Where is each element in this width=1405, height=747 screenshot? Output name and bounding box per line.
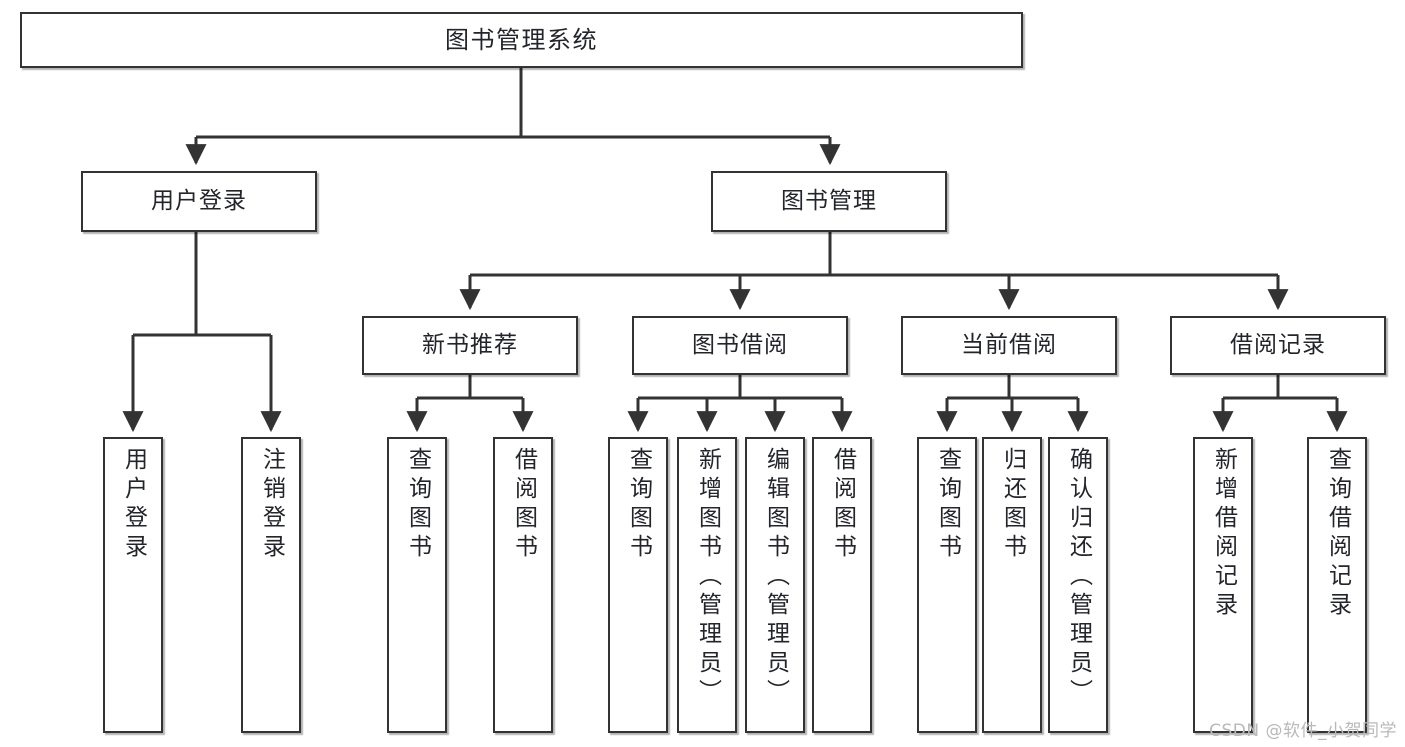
node-leaf-query-book-1-label: 查询图书	[404, 447, 431, 563]
node-new-book-recommend-label: 新书推荐	[422, 331, 518, 358]
node-leaf-user-login[interactable]: 用户登录	[103, 437, 163, 733]
node-leaf-query-book-2-label: 查询图书	[625, 447, 652, 563]
node-leaf-query-book-1[interactable]: 查询图书	[387, 437, 447, 733]
node-user-login-label: 用户登录	[151, 187, 247, 214]
node-leaf-query-book-3-label: 查询图书	[934, 447, 961, 563]
node-leaf-confirm-return-admin[interactable]: 确认归还（管理员）	[1048, 437, 1108, 733]
node-leaf-query-borrow-record[interactable]: 查询借阅记录	[1307, 437, 1367, 733]
node-book-management[interactable]: 图书管理	[711, 171, 947, 232]
node-root-system[interactable]: 图书管理系统	[20, 12, 1023, 68]
node-book-borrow-label: 图书借阅	[692, 331, 788, 358]
node-leaf-return-book-label: 归还图书	[999, 447, 1026, 563]
csdn-watermark: CSDN @软件_小贺同学	[1209, 721, 1397, 741]
node-leaf-borrow-book-2[interactable]: 借阅图书	[812, 437, 872, 733]
node-book-management-label: 图书管理	[781, 187, 877, 214]
node-leaf-confirm-return-admin-label: 确认归还（管理员）	[1065, 447, 1092, 708]
node-leaf-add-book-admin[interactable]: 新增图书（管理员）	[677, 437, 737, 733]
node-borrow-record-label: 借阅记录	[1230, 331, 1326, 358]
node-leaf-add-borrow-record[interactable]: 新增借阅记录	[1193, 437, 1253, 733]
node-leaf-logout-login[interactable]: 注销登录	[241, 437, 301, 733]
node-leaf-edit-book-admin-label: 编辑图书（管理员）	[762, 447, 789, 708]
node-book-borrow[interactable]: 图书借阅	[632, 316, 848, 375]
node-leaf-query-book-3[interactable]: 查询图书	[917, 437, 977, 733]
node-leaf-user-login-label: 用户登录	[120, 447, 147, 563]
node-current-borrow[interactable]: 当前借阅	[901, 316, 1117, 375]
node-root-system-label: 图书管理系统	[445, 25, 598, 54]
node-leaf-add-book-admin-label: 新增图书（管理员）	[694, 447, 721, 708]
node-leaf-query-borrow-record-label: 查询借阅记录	[1324, 447, 1351, 621]
node-leaf-return-book[interactable]: 归还图书	[982, 437, 1042, 733]
node-leaf-borrow-book-1-label: 借阅图书	[510, 447, 537, 563]
node-leaf-borrow-book-2-label: 借阅图书	[829, 447, 856, 563]
node-leaf-logout-login-label: 注销登录	[258, 447, 285, 563]
node-leaf-add-borrow-record-label: 新增借阅记录	[1210, 447, 1237, 621]
node-borrow-record[interactable]: 借阅记录	[1170, 316, 1386, 375]
node-current-borrow-label: 当前借阅	[961, 331, 1057, 358]
node-leaf-edit-book-admin[interactable]: 编辑图书（管理员）	[745, 437, 805, 733]
node-user-login[interactable]: 用户登录	[81, 171, 317, 232]
node-new-book-recommend[interactable]: 新书推荐	[362, 316, 578, 375]
node-leaf-query-book-2[interactable]: 查询图书	[608, 437, 668, 733]
node-leaf-borrow-book-1[interactable]: 借阅图书	[493, 437, 553, 733]
